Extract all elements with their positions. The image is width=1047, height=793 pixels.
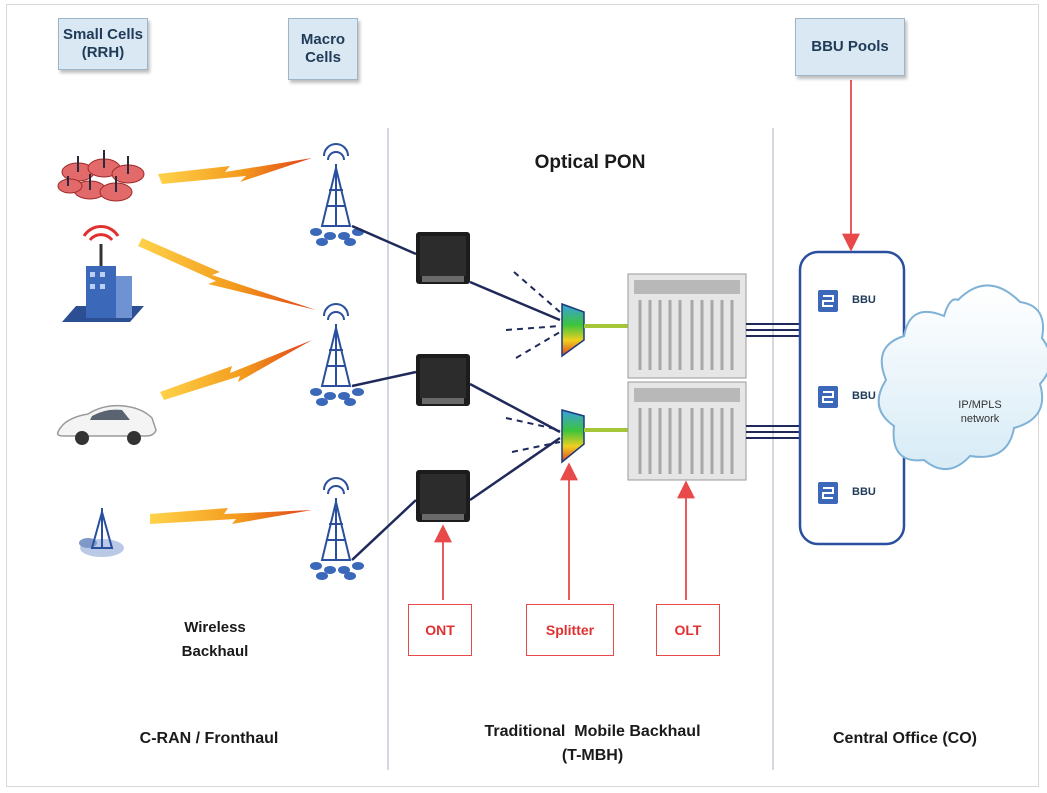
- olt-chassis: [627, 273, 747, 481]
- bbu-label: BBU: [852, 486, 876, 498]
- ont-label-box: ONT: [408, 604, 472, 656]
- car-icon: [56, 404, 157, 445]
- macro-tower-icons: [320, 143, 352, 561]
- ont-splitter-links: [469, 280, 561, 502]
- tower-ont-links: [351, 224, 417, 561]
- small-cells-header: Small Cells (RRH): [58, 18, 148, 70]
- wireless-link-bolts: [138, 158, 316, 524]
- bbu-unit-3: BBU: [852, 486, 876, 498]
- macro-cells-header: Macro Cells: [288, 18, 358, 80]
- splitter-olt-fibers: [584, 324, 628, 432]
- optical-pon-title: Optical PON: [534, 152, 646, 173]
- bbu-label: BBU: [852, 390, 876, 402]
- splitter-label-box: Splitter: [526, 604, 614, 656]
- bbu-label: BBU: [852, 294, 876, 306]
- olt-label-box: OLT: [656, 604, 720, 656]
- tmbh-label: Traditional Mobile Backhaul (T-MBH): [484, 723, 701, 764]
- dashed-splitter-fibers: [505, 271, 561, 453]
- bbu-unit-1: BBU: [852, 294, 876, 306]
- small-cells-cluster-icon: [57, 150, 145, 202]
- ip-mpls-network-label: IP/MPLS network: [958, 399, 1002, 425]
- wireless-backhaul-label: Wireless Backhaul: [181, 619, 249, 660]
- splitter-icons: [561, 302, 585, 464]
- small-tower-icon: [79, 508, 124, 557]
- cran-fronthaul-label: C-RAN / Fronthaul: [139, 730, 279, 747]
- ont-devices: [416, 232, 470, 522]
- tower-base-dots: [310, 228, 364, 580]
- ip-mpls-cloud-icon: [877, 284, 1047, 470]
- bbu-unit-2: BBU: [852, 390, 876, 402]
- building-antenna-icon: [62, 225, 144, 322]
- annotation-arrows: [434, 80, 860, 600]
- bbu-pools-header: BBU Pools: [795, 18, 905, 76]
- olt-bbu-links: [746, 323, 800, 439]
- central-office-label: Central Office (CO): [832, 730, 977, 747]
